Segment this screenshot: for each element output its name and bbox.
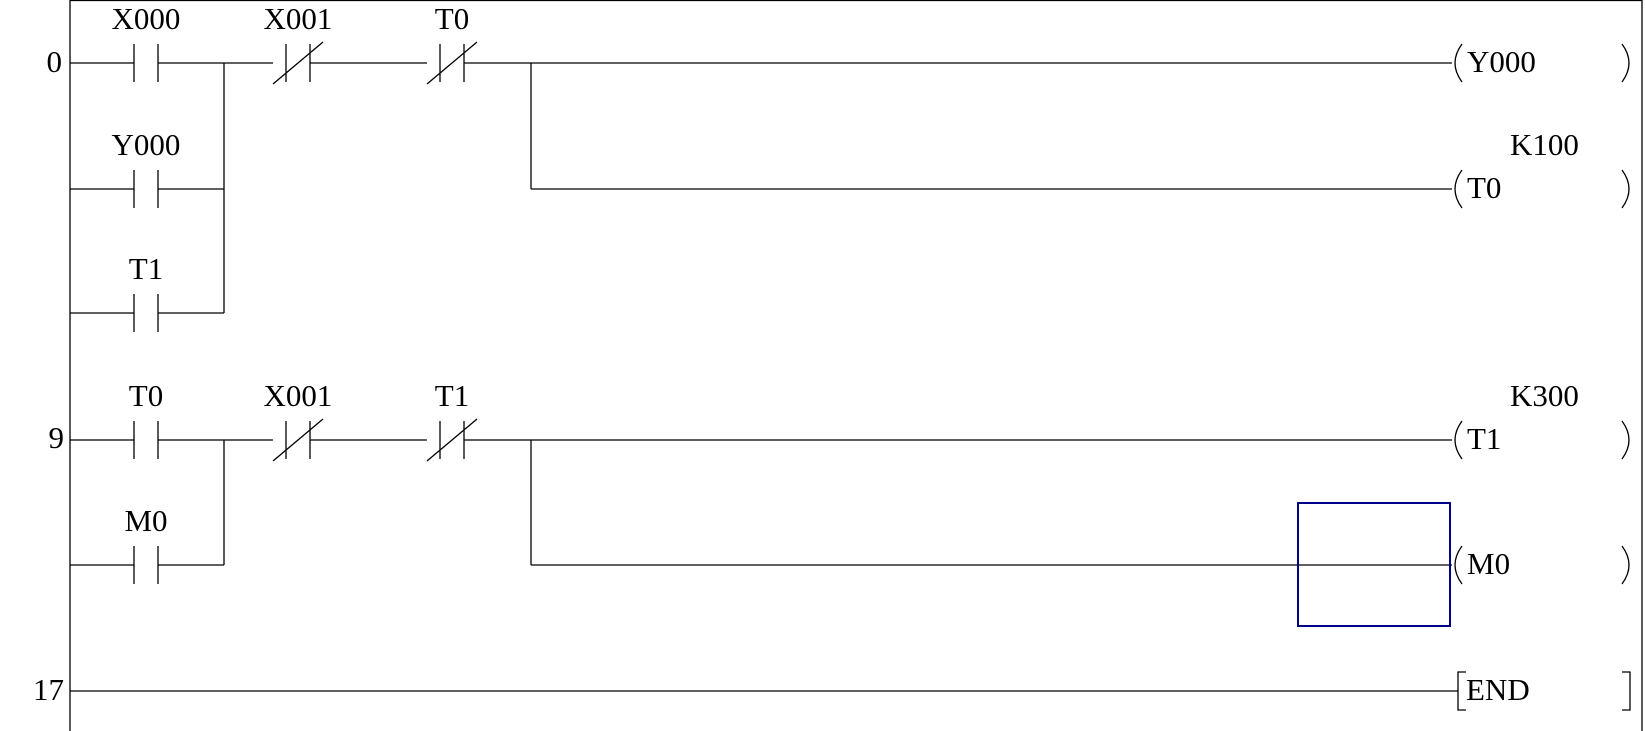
contact-m0-branch[interactable]: M0	[124, 503, 168, 584]
end-instruction[interactable]: END	[1457, 671, 1631, 711]
timer-setting-k300: K300	[1510, 378, 1579, 413]
contact-label: X000	[112, 1, 181, 36]
selection-cursor[interactable]	[1297, 502, 1451, 627]
timer-setting-k100: K100	[1510, 127, 1579, 162]
rung-9: T0 X001 T1 M0 T1 K300	[70, 378, 1630, 627]
contact-x001-nc[interactable]: X001	[264, 1, 333, 85]
contact-y000-branch[interactable]: Y000	[112, 127, 181, 208]
contact-label: X001	[264, 378, 333, 413]
end-label: END	[1466, 672, 1530, 707]
coil-t0[interactable]: T0 K100	[1454, 127, 1630, 209]
contact-label: M0	[124, 503, 167, 538]
coil-label: M0	[1467, 546, 1510, 581]
contact-t1-branch[interactable]: T1	[129, 251, 163, 332]
contact-label: T1	[435, 378, 469, 413]
contact-label: Y000	[112, 127, 181, 162]
contact-label: T0	[129, 378, 163, 413]
contact-t0-nc[interactable]: T0	[426, 1, 478, 85]
contact-x000[interactable]: X000	[112, 1, 181, 82]
contact-x001-nc[interactable]: X001	[264, 378, 333, 462]
coil-t1[interactable]: T1 K300	[1454, 378, 1630, 460]
contact-label: X001	[264, 1, 333, 36]
coil-y000[interactable]: Y000	[1454, 43, 1630, 83]
rung-0: X000 X001 T0 Y000 T1	[70, 1, 1630, 332]
coil-label: T1	[1467, 421, 1501, 456]
contact-t0[interactable]: T0	[129, 378, 163, 459]
contact-label: T1	[129, 251, 163, 286]
contact-t1-nc[interactable]: T1	[426, 378, 478, 462]
coil-label: Y000	[1467, 44, 1536, 79]
step-number-9: 9	[49, 420, 65, 455]
contact-label: T0	[435, 1, 469, 36]
coil-m0[interactable]: M0	[1454, 545, 1630, 585]
coil-label: T0	[1467, 170, 1501, 205]
step-number-17: 17	[33, 672, 64, 707]
step-number-0: 0	[47, 44, 63, 79]
rung-17: END	[70, 671, 1631, 711]
